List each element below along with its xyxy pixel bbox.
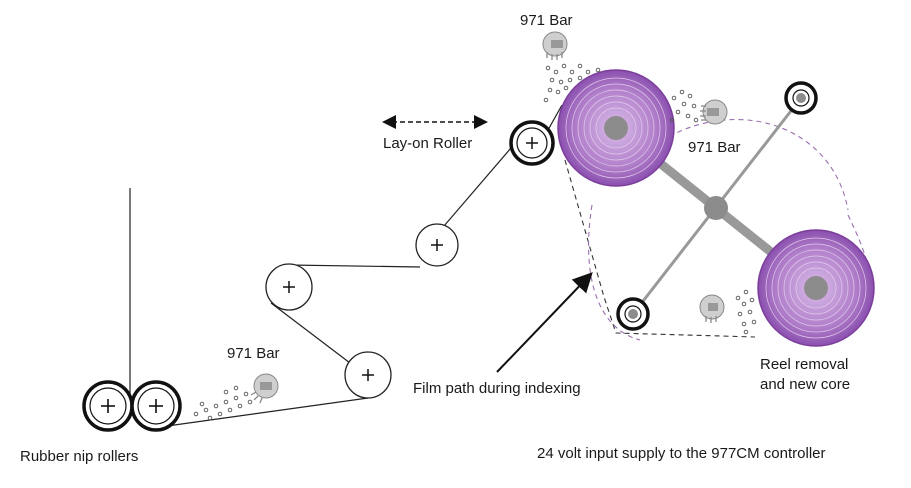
ion-dots <box>193 63 757 421</box>
top-reel-icon <box>557 69 675 187</box>
turret-hub-icon <box>704 196 728 220</box>
core-bottom-left-icon <box>616 297 650 331</box>
bar-right-icon <box>700 99 728 125</box>
nip-rollers-label: Rubber nip rollers <box>20 448 138 465</box>
bar-top-icon <box>542 31 568 60</box>
bottom-reel-icon <box>757 229 875 347</box>
film-path-arrow <box>496 272 593 373</box>
bar-bottom-icon <box>250 373 279 404</box>
bar-bottom-label: 971 Bar <box>227 345 280 362</box>
core-top-right-icon <box>784 81 818 115</box>
film-path <box>159 104 563 428</box>
idler-roller-1-icon <box>415 223 459 267</box>
nip-roller-left-icon <box>82 380 134 432</box>
idler-roller-2-icon <box>265 263 313 311</box>
layon-roller-icon <box>509 120 555 166</box>
reel-removal-label-line2: and new core <box>760 376 850 393</box>
idler-roller-3-icon <box>344 351 392 399</box>
layon-roller-label: Lay-on Roller <box>383 135 472 152</box>
nip-roller-right-icon <box>130 380 182 432</box>
supply-label: 24 volt input supply to the 977CM contro… <box>537 445 826 462</box>
bar-right-label: 971 Bar <box>688 139 741 156</box>
film-path-label: Film path during indexing <box>413 380 581 397</box>
layon-double-arrow <box>382 115 488 129</box>
reel-removal-label-line1: Reel removal <box>760 356 848 373</box>
bar-bottom-right-icon <box>699 294 725 323</box>
bar-top-label: 971 Bar <box>520 12 573 29</box>
